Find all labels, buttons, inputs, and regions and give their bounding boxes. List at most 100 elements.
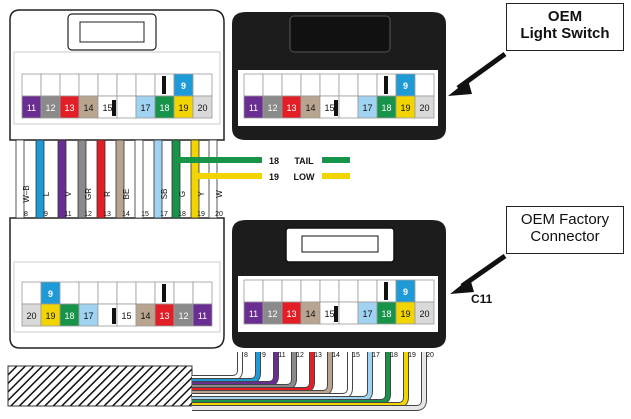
callout-oem-light-line2: Light Switch <box>520 25 610 43</box>
pin-label: 17 <box>83 311 93 321</box>
pin-label: 15 <box>102 103 112 113</box>
pin-label: 19 <box>178 103 188 113</box>
pin-cell <box>357 73 378 97</box>
pin-cell <box>40 73 61 97</box>
pin-label: 13 <box>64 103 74 113</box>
pin-label: 20 <box>419 309 429 319</box>
pin-label: 14 <box>305 103 315 113</box>
pin-label: 15 <box>324 103 334 113</box>
pigtail-pin-label: 15 <box>352 352 360 359</box>
pin-label: 9 <box>181 81 186 91</box>
pin-cell <box>192 303 213 327</box>
pin-cell <box>116 95 137 119</box>
pin-cell <box>192 95 213 119</box>
pigtail-wire <box>192 352 242 380</box>
pin-cell <box>338 279 359 303</box>
pigtail-pin-label: 17 <box>372 352 380 359</box>
harness-wire-pin: 14 <box>122 211 130 218</box>
pin-label: 13 <box>286 103 296 113</box>
harness-wire-code: W <box>215 190 224 198</box>
pin-label: 14 <box>83 103 93 113</box>
pin-cell <box>262 279 283 303</box>
pin-separator <box>112 308 116 324</box>
connector-id-label: C11 <box>471 292 493 306</box>
pin-cell <box>135 281 156 305</box>
harness-wire-pin: 12 <box>84 211 92 218</box>
harness-wire <box>35 139 45 219</box>
harness-wire-code: V <box>64 191 73 197</box>
pin-cell <box>300 279 321 303</box>
pin-cell <box>300 73 321 97</box>
low-label: LOW <box>294 172 315 182</box>
pin-label: 15 <box>324 309 334 319</box>
harness-wire <box>134 139 144 219</box>
harness-wire <box>171 139 181 219</box>
pin-cell <box>281 73 302 97</box>
pin-cell <box>319 73 340 97</box>
harness-wire-code: SB <box>160 189 169 200</box>
tail-label: TAIL <box>294 156 314 166</box>
pin-separator <box>334 100 338 116</box>
pigtail-pin-label: 12 <box>296 352 304 359</box>
pin-label: 12 <box>267 309 277 319</box>
pigtail-pin-label: 18 <box>390 352 398 359</box>
pin-label: 12 <box>178 311 188 321</box>
pin-label: 18 <box>64 311 74 321</box>
pin-cell <box>414 279 435 303</box>
callout-oem-light-switch: OEM Light Switch <box>506 3 624 51</box>
pin-label: 19 <box>400 309 410 319</box>
pin-cell <box>357 279 378 303</box>
callout-oem-light-line1: OEM <box>547 8 583 25</box>
pin-separator <box>162 284 166 302</box>
pin-label: 12 <box>267 103 277 113</box>
pin-label: 18 <box>381 103 391 113</box>
harness-wire-code: W–B <box>22 185 31 202</box>
latch-inner <box>79 21 145 43</box>
pin-cell <box>78 73 99 97</box>
harness-wire <box>153 139 163 219</box>
pin-label: 11 <box>27 103 36 113</box>
pin-cell <box>414 95 435 119</box>
pigtail-outline <box>192 352 243 381</box>
tail-pin-number: 18 <box>269 156 279 166</box>
harness-wire-pin: 17 <box>160 211 168 218</box>
cable-bundle <box>7 365 193 407</box>
harness-wire-pin: 9 <box>44 211 48 218</box>
pin-label: 15 <box>121 311 131 321</box>
pin-cell <box>243 73 264 97</box>
pin-label: 18 <box>159 103 169 113</box>
callout-factory-line2: Connector <box>530 228 600 246</box>
harness-wire-pin: 18 <box>178 211 186 218</box>
pin-separator <box>112 100 116 116</box>
pin-label: 18 <box>381 309 391 319</box>
harness-wire-pin: 11 <box>64 211 71 218</box>
factory-latch-inner <box>301 235 379 253</box>
pin-label: 11 <box>198 311 207 321</box>
pin-cell <box>21 281 42 305</box>
pin-separator <box>334 306 338 322</box>
pin-label: 17 <box>140 103 150 113</box>
pigtail-pin-label: 9 <box>262 352 266 359</box>
arrow-head-factory <box>450 278 474 294</box>
pin-cell <box>281 279 302 303</box>
pigtail-pin-label: 11 <box>278 352 285 359</box>
pin-cell <box>414 301 435 325</box>
pin-label: 17 <box>362 103 372 113</box>
pin-label: 12 <box>45 103 55 113</box>
harness-wire-pin: 20 <box>215 211 223 218</box>
pin-separator <box>384 282 388 300</box>
pin-cell <box>319 279 340 303</box>
pin-label: 14 <box>140 311 150 321</box>
pin-cell <box>97 73 118 97</box>
pin-label: 9 <box>403 287 408 297</box>
harness-wire-code: R <box>103 191 112 197</box>
pin-label: 19 <box>400 103 410 113</box>
callout-factory-line1: OEM Factory <box>520 211 610 228</box>
